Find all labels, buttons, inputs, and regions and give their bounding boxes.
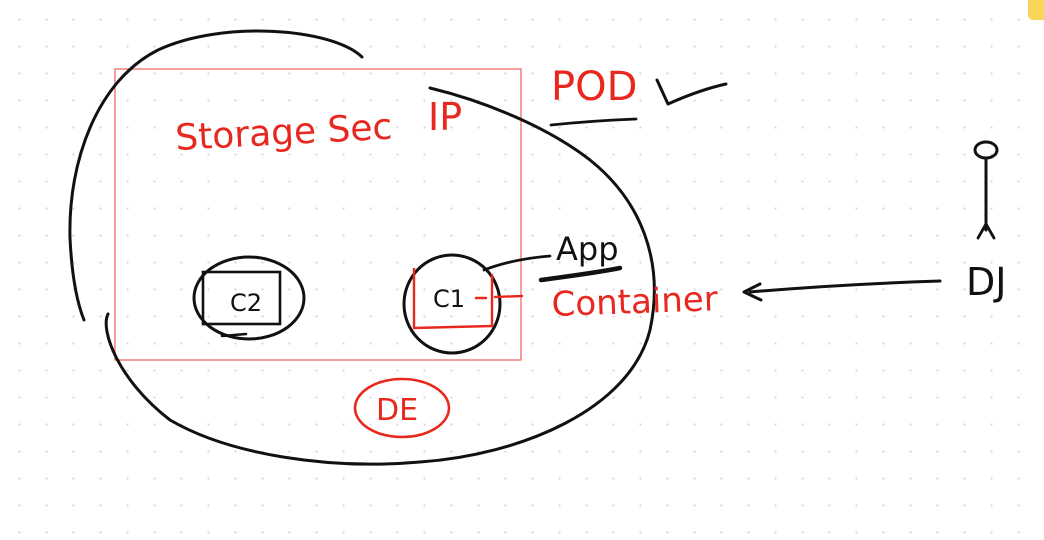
c2-box — [201, 270, 282, 326]
c1-label: C1 — [433, 285, 465, 313]
pod-label: POD — [551, 64, 637, 110]
de-label: DE — [376, 393, 418, 428]
app-underline — [538, 265, 623, 283]
person-legs — [976, 222, 996, 240]
checkmark-icon — [655, 78, 728, 106]
dj-arrow — [748, 279, 942, 294]
corner-tab[interactable] — [1028, 0, 1044, 20]
dj-label: DJ — [966, 260, 1006, 304]
app-connector — [482, 254, 552, 272]
c1-ellipse — [402, 253, 502, 355]
c2-box-flick — [220, 332, 248, 338]
c2-label: C2 — [230, 289, 262, 317]
de-ellipse — [353, 377, 451, 439]
storage-rectangle — [114, 68, 522, 361]
pod-underline — [549, 117, 638, 127]
c2-ellipse — [192, 255, 306, 341]
c1-box — [412, 268, 494, 330]
person-icon — [973, 140, 999, 160]
container-connector — [493, 294, 524, 299]
app-label: App — [556, 230, 619, 268]
ip-label: IP — [428, 95, 462, 139]
pod-boundary-loop — [68, 29, 364, 322]
storage-label: Storage Sec — [174, 107, 393, 159]
container-label: Container — [551, 279, 718, 325]
pod-boundary-loop-lower — [104, 86, 656, 466]
dj-arrowhead — [742, 282, 763, 302]
